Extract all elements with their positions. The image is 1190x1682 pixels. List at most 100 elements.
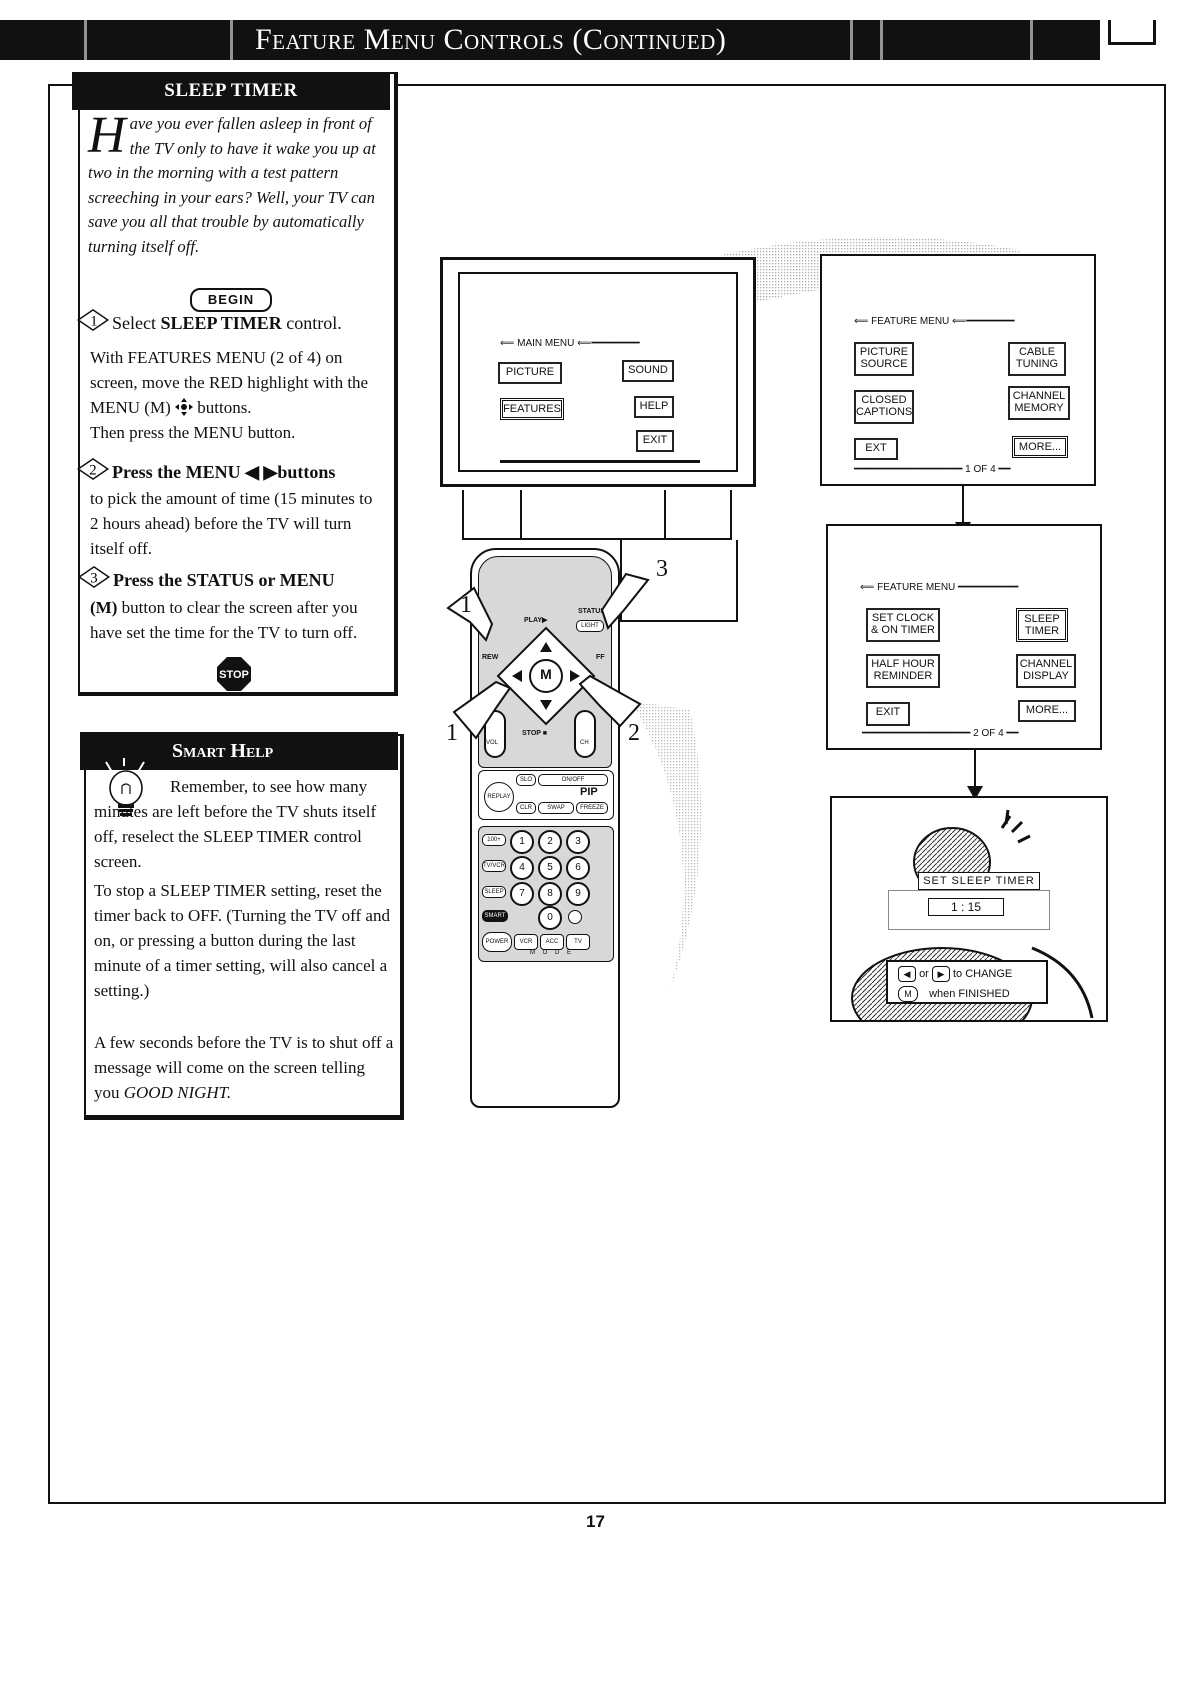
exit-menu-button[interactable]: EXIT (636, 430, 674, 452)
svg-text:STOP: STOP (219, 669, 249, 681)
number-4-button[interactable]: 4 (510, 856, 534, 880)
menu-arrows-icon (175, 398, 193, 416)
cable-tuning-button[interactable]: CABLE TUNING (1008, 342, 1066, 376)
channel-display-button[interactable]: CHANNEL DISPLAY (1016, 654, 1076, 688)
power-button[interactable]: POWER (482, 932, 512, 952)
step-1-icon: 1 (76, 308, 110, 332)
smart-help-paragraph-2: To stop a SLEEP TIMER setting, reset the… (94, 881, 390, 1000)
sound-menu-button[interactable]: SOUND (622, 360, 674, 382)
swap-button[interactable]: SWAP (538, 802, 574, 814)
sleep-timer-heading: SLEEP TIMER (72, 72, 390, 110)
pip-on-off-button[interactable]: ON/OFF (538, 774, 608, 786)
smart-help-heading: Smart Help (80, 732, 398, 770)
stop-sign-icon: STOP (217, 657, 251, 691)
ch-label: CH (580, 740, 589, 746)
picture-source-button[interactable]: PICTURE SOURCE (854, 342, 914, 376)
page-frame (48, 84, 1166, 1504)
remote-dpad[interactable] (496, 626, 596, 726)
number-2-button[interactable]: 2 (538, 830, 562, 854)
left-button-icon: ◀ (898, 966, 916, 982)
number-5-button[interactable]: 5 (538, 856, 562, 880)
vol-label: VOL (486, 740, 499, 746)
instructions-box: ◀ or ▶ to CHANGE M when FINISHED (886, 960, 1048, 1004)
sleep-timer-value: 1 : 15 (928, 898, 1004, 916)
light-bulb-icon (105, 758, 145, 816)
closed-captions-button[interactable]: CLOSED CAPTIONS (854, 390, 914, 424)
play-label: PLAY▶ (524, 617, 548, 624)
intro-text: ave you ever fallen asleep in front of t… (88, 114, 376, 256)
page-title: Feature Menu Controls (Continued) (255, 23, 727, 56)
replay-button[interactable]: REPLAY (484, 782, 514, 812)
number-6-button[interactable]: 6 (566, 856, 590, 880)
step-3-heading: Press the STATUS or MENU (113, 570, 335, 590)
pip-panel (478, 770, 614, 820)
step-3-icon: 3 (77, 565, 111, 589)
smart-button[interactable]: SMART (482, 910, 508, 922)
features-menu-button[interactable]: FEATURES (500, 398, 564, 420)
number-8-button[interactable]: 8 (538, 882, 562, 906)
feature-menu-2-screen: ⟸ FEATURE MENU ━━━━━━━━━━ SET CLOCK & ON… (826, 524, 1102, 750)
acc-mode-button[interactable]: ACC (540, 934, 564, 950)
step-3-text: (M) button to clear the screen after you… (90, 598, 358, 642)
right-button-icon: ▶ (931, 966, 950, 982)
stop-label: STOP ■ (522, 730, 547, 737)
header-bar (0, 20, 1100, 60)
freeze-button[interactable]: FREEZE (576, 802, 608, 814)
smart-help-paragraph-3: A few seconds before the TV is to shut o… (94, 1033, 394, 1102)
callout-arrows (446, 572, 650, 740)
slo-button[interactable]: SLO (516, 774, 536, 786)
sleep-timer-button[interactable]: SLEEP TIMER (1016, 608, 1068, 642)
drop-cap: H (88, 107, 126, 164)
callout-2: 2 (628, 720, 640, 746)
rew-label: REW (482, 654, 499, 661)
tv-vcr-button[interactable]: TV/VCR (482, 860, 506, 872)
number-1-button[interactable]: 1 (510, 830, 534, 854)
number-3-button[interactable]: 3 (566, 830, 590, 854)
channel-rocker[interactable] (574, 710, 596, 758)
number-9-button[interactable]: 9 (566, 882, 590, 906)
enter-button[interactable] (568, 910, 582, 924)
feature-menu-2-page: 2 OF 4 (973, 728, 1004, 739)
feature-menu-2-title: FEATURE MENU (877, 582, 956, 593)
light-button[interactable]: LIGHT (576, 620, 604, 632)
sleep-timer-panel (78, 72, 398, 696)
picture-menu-button[interactable]: PICTURE (498, 362, 562, 384)
exit-button[interactable]: EXT (854, 438, 898, 460)
step-2-heading: Press the MENU ◀ ▶buttons (112, 462, 336, 482)
smart-help-paragraph-1: Remember, to see how many minutes are le… (94, 777, 377, 871)
more-button[interactable]: MORE... (1018, 700, 1076, 722)
exit-button[interactable]: EXIT (866, 702, 910, 726)
svg-text:1: 1 (90, 314, 97, 330)
more-button[interactable]: MORE... (1012, 436, 1068, 458)
step-2-text: to pick the amount of time (15 minutes t… (90, 489, 373, 558)
set-sleep-timer-title: SET SLEEP TIMER (918, 872, 1040, 890)
pip-label: PIP (580, 786, 598, 798)
arrow-down-icon (967, 786, 983, 800)
clr-button[interactable]: CLR (516, 802, 536, 814)
sleep-button[interactable]: SLEEP (482, 886, 506, 898)
tv-mode-button[interactable]: TV (566, 934, 590, 950)
ff-label: FF (596, 654, 605, 661)
half-hour-reminder-button[interactable]: HALF HOUR REMINDER (866, 654, 940, 688)
callout-1-bottom: 1 (446, 720, 458, 746)
100-plus-button[interactable]: 100+ (482, 834, 506, 846)
step-1-text: With FEATURES MENU (2 of 4) on screen, m… (90, 348, 369, 442)
mode-label: M O D E (530, 950, 575, 956)
tv-screen: ⟸ MAIN MENU ⟸━━━━━━━━ PICTURE SOUND FEAT… (458, 272, 738, 472)
help-menu-button[interactable]: HELP (634, 396, 674, 418)
set-clock-button[interactable]: SET CLOCK & ON TIMER (866, 608, 940, 642)
menu-m-button[interactable]: M (540, 666, 552, 682)
feature-menu-1-title: FEATURE MENU (871, 316, 950, 327)
step-1-heading: Select SLEEP TIMER control. (112, 313, 342, 333)
page-number: 17 (586, 1512, 605, 1531)
vcr-mode-button[interactable]: VCR (514, 934, 538, 950)
number-0-button[interactable]: 0 (538, 906, 562, 930)
svg-text:2: 2 (89, 463, 96, 479)
number-7-button[interactable]: 7 (510, 882, 534, 906)
feature-menu-1-page: 1 OF 4 (965, 464, 996, 475)
channel-memory-button[interactable]: CHANNEL MEMORY (1008, 386, 1070, 420)
sleep-timer-screen: SET SLEEP TIMER 1 : 15 ◀ or ▶ to CHANGE … (830, 796, 1108, 1022)
feature-menu-1-screen: ⟸ FEATURE MENU ⟸━━━━━━━━ PICTURE SOURCE … (820, 254, 1096, 486)
callout-1-top: 1 (460, 592, 472, 618)
